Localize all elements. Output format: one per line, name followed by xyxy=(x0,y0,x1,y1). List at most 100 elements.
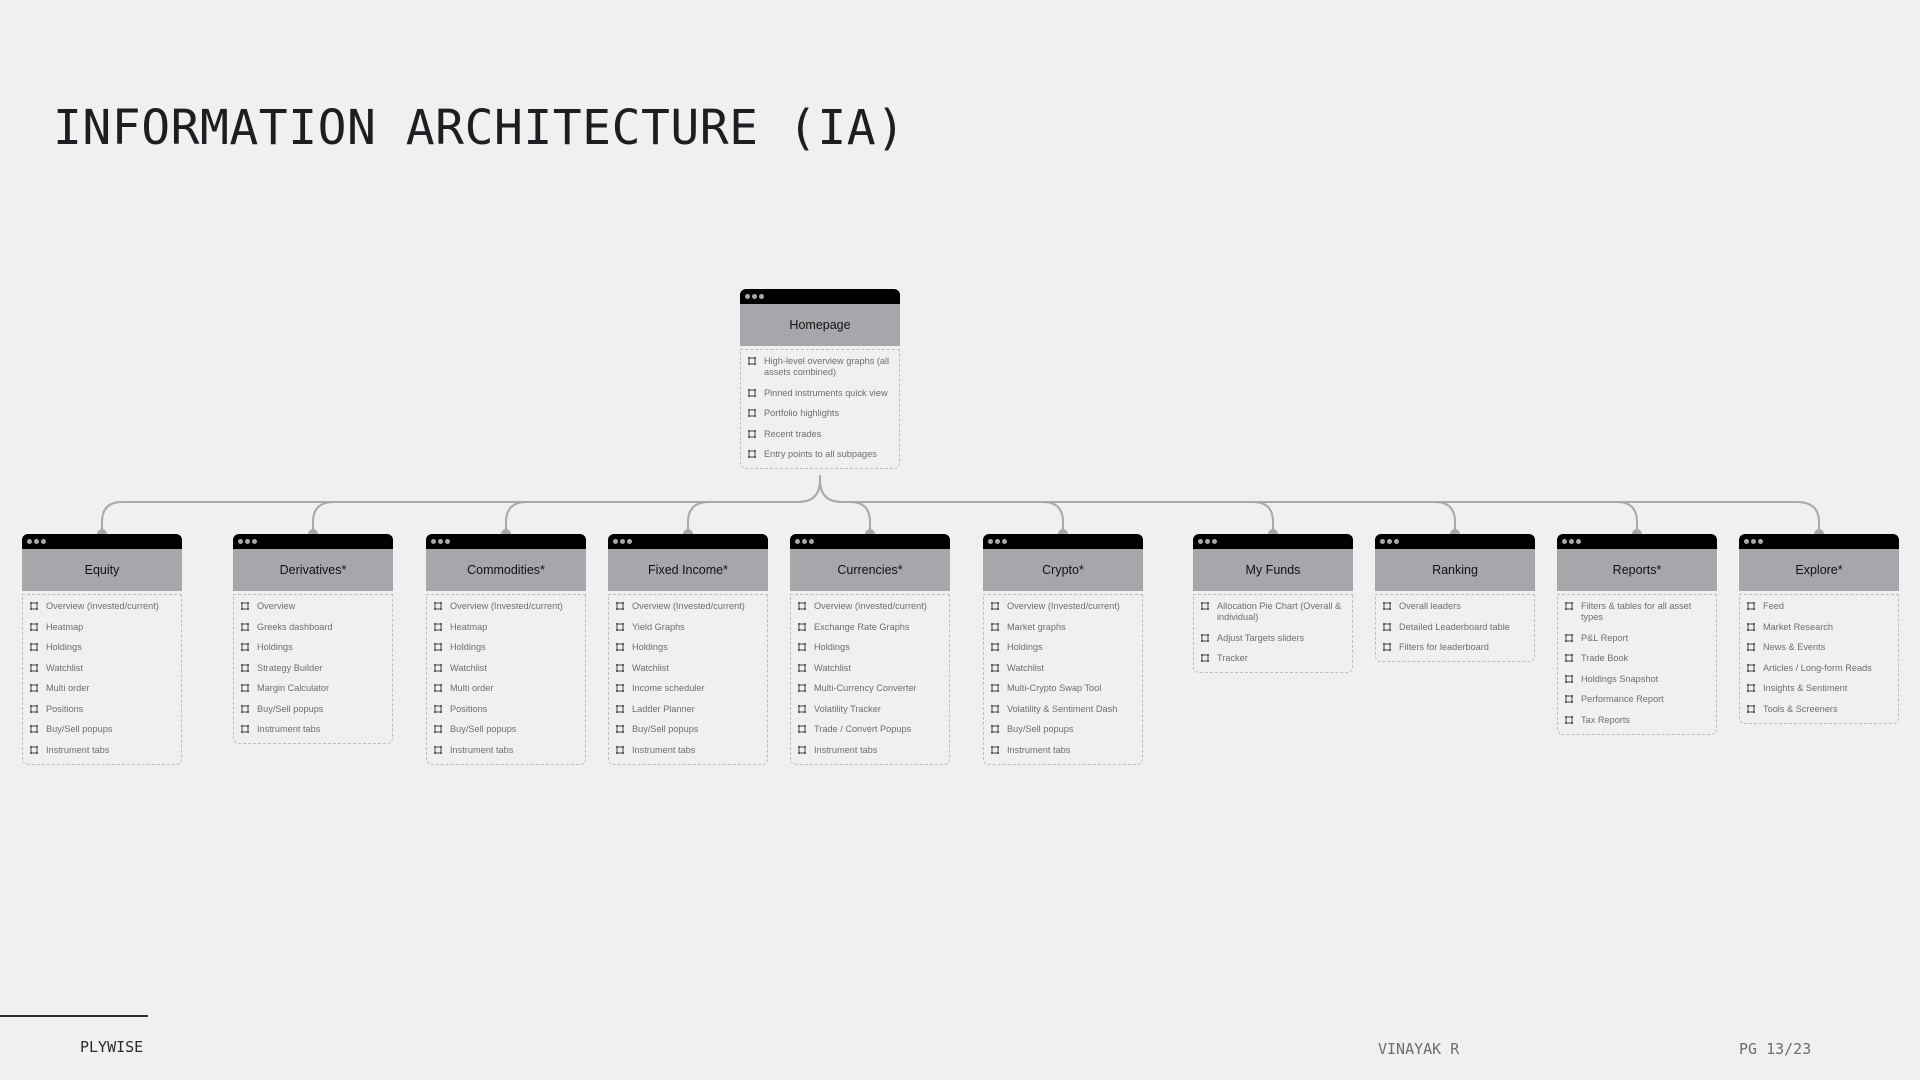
list-item: Watchlist xyxy=(433,663,579,674)
card-title: My Funds xyxy=(1193,549,1353,591)
window-dot-icon xyxy=(1751,539,1756,544)
frame-icon xyxy=(797,704,807,714)
frame-icon xyxy=(29,745,39,755)
frame-icon xyxy=(240,642,250,652)
card-currencies[interactable]: Currencies*Overview (Invested/current)Ex… xyxy=(790,534,950,765)
frame-icon xyxy=(747,408,757,418)
frame-icon xyxy=(1564,601,1574,611)
list-item-label: Watchlist xyxy=(632,662,669,673)
list-item: Yield Graphs xyxy=(615,622,761,633)
list-item-label: Detailed Leaderboard table xyxy=(1399,621,1510,632)
list-item: Overview (Invested/current) xyxy=(797,601,943,612)
card-title: Crypto* xyxy=(983,549,1143,591)
window-dot-icon xyxy=(445,539,450,544)
list-item: Margin Calculator xyxy=(240,683,386,694)
list-item-label: Instrument tabs xyxy=(632,744,696,755)
window-dot-icon xyxy=(809,539,814,544)
frame-icon xyxy=(747,356,757,366)
window-dot-icon xyxy=(752,294,757,299)
frame-icon xyxy=(747,388,757,398)
list-item: Overall leaders xyxy=(1382,601,1528,612)
list-item-label: Overview (Invested/current) xyxy=(46,601,159,611)
footer-page-number: PG 13/23 xyxy=(1739,1040,1812,1058)
card-crypto[interactable]: Crypto*Overview (Invested/current)Market… xyxy=(983,534,1143,765)
card-title: Commodities* xyxy=(426,549,586,591)
frame-icon xyxy=(615,622,625,632)
list-item-label: Strategy Builder xyxy=(257,662,323,673)
list-item: Holdings xyxy=(433,642,579,653)
list-item: Multi order xyxy=(29,683,175,694)
frame-icon xyxy=(29,724,39,734)
list-item-label: Recent trades xyxy=(764,428,822,439)
list-item-label: Multi order xyxy=(46,683,90,693)
window-dot-icon xyxy=(41,539,46,544)
list-item: Articles / Long-form Reads xyxy=(1746,663,1892,674)
window-dot-icon xyxy=(1198,539,1203,544)
list-item: Overview (Invested/current) xyxy=(29,601,175,612)
list-item-label: Pinned instruments quick view xyxy=(764,387,888,398)
window-dot-icon xyxy=(1380,539,1385,544)
list-item-label: Overall leaders xyxy=(1399,601,1461,611)
frame-icon xyxy=(433,642,443,652)
window-dot-icon xyxy=(995,539,1000,544)
card-homepage[interactable]: Homepage High-level overview graphs (all… xyxy=(740,289,900,469)
list-item: Volatility & Sentiment Dash xyxy=(990,704,1136,715)
list-item-label: Entry points to all subpages xyxy=(764,449,877,459)
list-item-label: Overview (Invested/current) xyxy=(632,601,745,611)
list-item-label: Filters for leaderboard xyxy=(1399,642,1489,652)
window-dot-icon xyxy=(438,539,443,544)
list-item: Market Research xyxy=(1746,622,1892,633)
frame-icon xyxy=(240,663,250,673)
window-bar xyxy=(608,534,768,549)
list-item: Instrument tabs xyxy=(240,724,386,735)
footer-author: VINAYAK R xyxy=(1378,1040,1460,1058)
list-item: Holdings xyxy=(29,642,175,653)
frame-icon xyxy=(615,642,625,652)
list-item-label: Instrument tabs xyxy=(46,744,110,755)
window-bar xyxy=(426,534,586,549)
frame-icon xyxy=(797,663,807,673)
list-item: Tax Reports xyxy=(1564,715,1710,726)
frame-icon xyxy=(240,601,250,611)
card-item-list: Allocation Pie Chart (Overall & individu… xyxy=(1193,594,1353,673)
frame-icon xyxy=(240,724,250,734)
list-item: Filters & tables for all asset types xyxy=(1564,601,1710,623)
list-item: Income scheduler xyxy=(615,683,761,694)
list-item: Buy/Sell popups xyxy=(433,724,579,735)
window-dot-icon xyxy=(1205,539,1210,544)
card-fixed-income[interactable]: Fixed Income*Overview (Invested/current)… xyxy=(608,534,768,765)
window-bar xyxy=(740,289,900,304)
window-bar xyxy=(1375,534,1535,549)
frame-icon xyxy=(1746,663,1756,673)
card-title: Homepage xyxy=(740,304,900,346)
list-item-label: Overview xyxy=(257,601,296,611)
list-item: Holdings xyxy=(797,642,943,653)
list-item-label: Holdings xyxy=(46,642,82,652)
list-item-label: Tools & Screeners xyxy=(1763,703,1838,714)
frame-icon xyxy=(1564,694,1574,704)
card-commodities[interactable]: Commodities*Overview (Invested/current)H… xyxy=(426,534,586,765)
list-item: Trade Book xyxy=(1564,653,1710,664)
frame-icon xyxy=(29,622,39,632)
list-item-label: Holdings xyxy=(450,642,486,652)
card-reports[interactable]: Reports*Filters & tables for all asset t… xyxy=(1557,534,1717,735)
frame-icon xyxy=(990,704,1000,714)
window-dot-icon xyxy=(1569,539,1574,544)
list-item: Tracker xyxy=(1200,653,1346,664)
frame-icon xyxy=(797,724,807,734)
list-item-label: Heatmap xyxy=(46,621,84,632)
frame-icon xyxy=(1200,601,1210,611)
footer-divider xyxy=(0,1015,148,1017)
frame-icon xyxy=(1382,642,1392,652)
list-item-label: Insights & Sentiment xyxy=(1763,683,1848,693)
window-bar xyxy=(1557,534,1717,549)
frame-icon xyxy=(1746,683,1756,693)
list-item-label: Greeks dashboard xyxy=(257,621,333,632)
list-item: Trade / Convert Popups xyxy=(797,724,943,735)
window-dot-icon xyxy=(802,539,807,544)
